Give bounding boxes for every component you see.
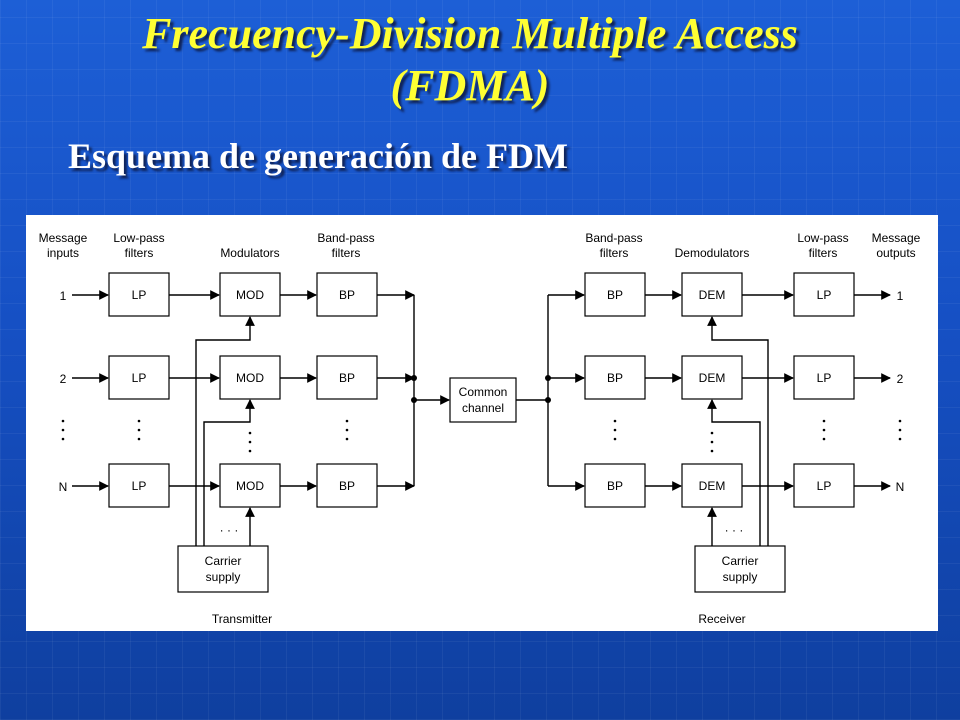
bp-tx-2: BP <box>316 355 378 400</box>
lp-tx-1-label: LP <box>132 288 147 302</box>
header-lowpass-rx-1: Low-pass <box>797 231 848 245</box>
rx-junction-2 <box>545 397 551 403</box>
header-bandpass-rx-2: filters <box>600 246 629 260</box>
mod-2: MOD <box>219 355 281 400</box>
tx-junction-2 <box>411 397 417 403</box>
lp-rx-n-label: LP <box>817 479 832 493</box>
header-lowpass-tx-2: filters <box>125 246 154 260</box>
dem-n-label: DEM <box>699 479 726 493</box>
title-line-2: (FDMA) <box>390 61 550 110</box>
common-channel: Common channel <box>449 377 517 423</box>
carrier-supply-rx-label-1: Carrier <box>722 554 759 568</box>
header-message-outputs-2: outputs <box>876 246 915 260</box>
receiver-label: Receiver <box>698 612 745 626</box>
lp-tx-1: LP <box>108 272 170 317</box>
transmitter-label: Transmitter <box>212 612 272 626</box>
dem-1-label: DEM <box>699 288 726 302</box>
mod-2-label: MOD <box>236 371 264 385</box>
mod-1: MOD <box>219 272 281 317</box>
dem-2-label: DEM <box>699 371 726 385</box>
rx-junction-1 <box>545 375 551 381</box>
header-message-inputs-2: inputs <box>47 246 79 260</box>
mod-n: MOD <box>219 463 281 508</box>
fdm-diagram-svg: Message inputs Low-pass filters Modulato… <box>39 231 921 626</box>
input-label-n: N <box>59 480 68 494</box>
tx-carrier-lines <box>195 316 255 546</box>
common-channel-label-2: channel <box>462 401 504 415</box>
dem-1: DEM <box>681 272 743 317</box>
carrier-supply-tx-label-1: Carrier <box>205 554 242 568</box>
carrier-supply-tx: Carrier supply <box>177 545 269 593</box>
header-modulators: Modulators <box>220 246 279 260</box>
mod-1-label: MOD <box>236 288 264 302</box>
lp-rx-1: LP <box>793 272 855 317</box>
header-bandpass-rx-1: Band-pass <box>585 231 642 245</box>
rx-carrier-lines <box>707 316 769 546</box>
lp-tx-2: LP <box>108 355 170 400</box>
header-lowpass-tx-1: Low-pass <box>113 231 164 245</box>
output-label-n: N <box>896 480 905 494</box>
lp-rx-2-label: LP <box>817 371 832 385</box>
dem-n: DEM <box>681 463 743 508</box>
lp-rx-n: LP <box>793 463 855 508</box>
slide-subtitle: Esquema de generación de FDM <box>68 136 568 176</box>
bp-rx-n-label: BP <box>607 479 623 493</box>
lp-tx-n-label: LP <box>132 479 147 493</box>
lp-tx-2-label: LP <box>132 371 147 385</box>
header-demodulators: Demodulators <box>675 246 750 260</box>
header-message-inputs-1: Message <box>39 231 88 245</box>
fdm-diagram: Message inputs Low-pass filters Modulato… <box>26 215 938 631</box>
bp-rx-n: BP <box>584 463 646 508</box>
rx-carrier-ellipsis: · · · <box>725 523 744 537</box>
lp-tx-n: LP <box>108 463 170 508</box>
input-label-2: 2 <box>60 372 67 386</box>
rx-signal-lines <box>516 290 891 491</box>
output-label-2: 2 <box>897 372 904 386</box>
bp-tx-1: BP <box>316 272 378 317</box>
carrier-supply-rx-label-2: supply <box>723 570 758 584</box>
slide-title: Frecuency-Division Multiple Access (FDMA… <box>0 8 940 112</box>
bp-tx-n-label: BP <box>339 479 355 493</box>
tx-carrier-ellipsis: · · · <box>220 523 239 537</box>
bp-rx-2-label: BP <box>607 371 623 385</box>
common-channel-label-1: Common <box>459 385 508 399</box>
header-lowpass-rx-2: filters <box>809 246 838 260</box>
carrier-supply-rx: Carrier supply <box>694 545 786 593</box>
title-line-1: Frecuency-Division Multiple Access <box>142 9 798 58</box>
header-bandpass-tx-1: Band-pass <box>317 231 374 245</box>
bp-rx-1-label: BP <box>607 288 623 302</box>
bp-tx-1-label: BP <box>339 288 355 302</box>
header-message-outputs-1: Message <box>872 231 921 245</box>
tx-signal-lines <box>72 290 450 491</box>
bp-tx-2-label: BP <box>339 371 355 385</box>
output-label-1: 1 <box>897 289 904 303</box>
tx-junction-1 <box>411 375 417 381</box>
vertical-ellipsis-dots <box>61 419 902 453</box>
lp-rx-1-label: LP <box>817 288 832 302</box>
mod-n-label: MOD <box>236 479 264 493</box>
bp-rx-2: BP <box>584 355 646 400</box>
bp-rx-1: BP <box>584 272 646 317</box>
dem-2: DEM <box>681 355 743 400</box>
bp-tx-n: BP <box>316 463 378 508</box>
lp-rx-2: LP <box>793 355 855 400</box>
input-label-1: 1 <box>60 289 67 303</box>
header-bandpass-tx-2: filters <box>332 246 361 260</box>
carrier-supply-tx-label-2: supply <box>206 570 241 584</box>
